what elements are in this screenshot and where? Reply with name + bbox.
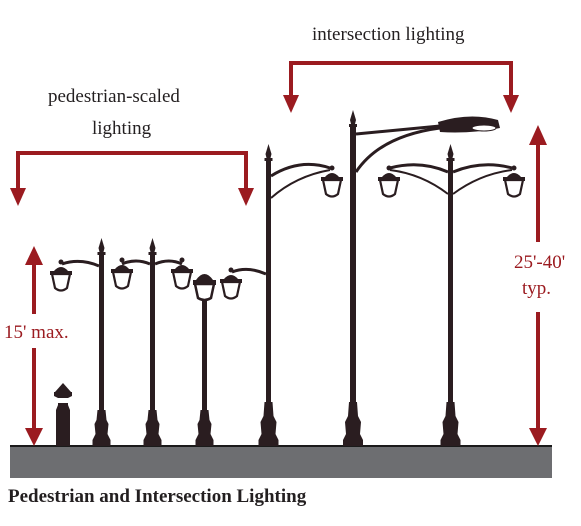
pedestrian-lighting-label-line2: lighting (92, 118, 152, 139)
max-height-label: 15' max. (4, 322, 69, 343)
double-pedestrian-lamp-post-icon (109, 238, 195, 446)
max-height-dimension-arrow-icon (25, 246, 43, 446)
ground-strip (10, 446, 552, 478)
top-lantern-lamp-post-icon (193, 274, 216, 446)
typical-height-dimension-arrow-icon (529, 125, 547, 446)
intersection-bracket-arrow-icon (289, 61, 513, 98)
figure-caption: Pedestrian and Intersection Lighting (8, 486, 307, 507)
intersection-lamp-post-icon (218, 144, 345, 446)
pedestrian-lighting-label-line1: pedestrian-scaled (48, 86, 180, 107)
cobra-head-lamp-post-icon (343, 110, 500, 446)
double-intersection-lamp-post-icon (376, 144, 527, 446)
pedestrian-bracket-arrow-icon (16, 151, 248, 192)
bollard-icon (54, 383, 72, 446)
typical-height-label-line1: 25'-40' (514, 252, 566, 273)
intersection-lighting-label: intersection lighting (312, 24, 465, 45)
typical-height-label-line2: typ. (522, 278, 552, 299)
pedestrian-lamp-post-icon (48, 238, 111, 446)
